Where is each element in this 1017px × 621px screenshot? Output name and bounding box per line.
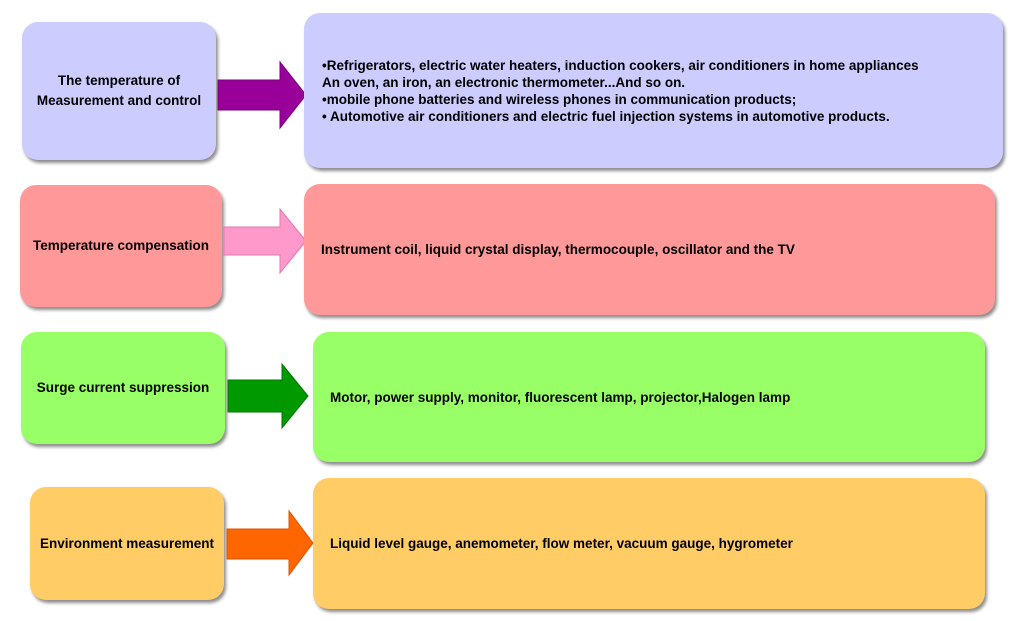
applications-list: Liquid level gauge, anemometer, flow met… bbox=[330, 535, 793, 552]
application-line: Liquid level gauge, anemometer, flow met… bbox=[330, 536, 793, 551]
applications-list: •Refrigerators, electric water heaters, … bbox=[322, 57, 919, 125]
category-label-line: The temperature of bbox=[57, 73, 181, 88]
category-box-temperature-compensation: Temperature compensation bbox=[20, 185, 222, 307]
category-label: Temperature compensation bbox=[33, 236, 209, 256]
applications-box-temperature-compensation: Instrument coil, liquid crystal display,… bbox=[304, 184, 995, 315]
arrow-shape bbox=[226, 509, 314, 577]
arrow-shape bbox=[217, 60, 307, 130]
category-label: Surge current suppression bbox=[37, 378, 210, 398]
applications-box-temperature-measurement: •Refrigerators, electric water heaters, … bbox=[304, 13, 1003, 168]
applications-list: Instrument coil, liquid crystal display,… bbox=[321, 241, 795, 258]
arrow-right-icon bbox=[217, 60, 307, 130]
applications-list: Motor, power supply, monitor, fluorescen… bbox=[330, 389, 790, 406]
arrow-right-icon bbox=[227, 362, 309, 430]
category-label-line: Surge current suppression bbox=[36, 380, 210, 395]
category-label-line: Measurement and control bbox=[36, 93, 202, 108]
application-line: An oven, an iron, an electronic thermome… bbox=[322, 74, 686, 90]
arrow-shape bbox=[223, 207, 307, 275]
application-line: Instrument coil, liquid crystal display,… bbox=[321, 242, 795, 257]
category-box-environment-measurement: Environment measurement bbox=[30, 487, 224, 600]
application-line: Motor, power supply, monitor, fluorescen… bbox=[330, 389, 791, 405]
arrow-right-icon bbox=[226, 509, 314, 577]
application-line: •Refrigerators, electric water heaters, … bbox=[322, 57, 919, 73]
category-box-temperature-measurement: The temperature of Measurement and contr… bbox=[22, 22, 216, 160]
application-line: • Automotive air conditioners and electr… bbox=[322, 108, 890, 124]
category-label: The temperature of Measurement and contr… bbox=[37, 71, 201, 111]
category-label: Environment measurement bbox=[40, 534, 214, 554]
category-box-surge-current-suppression: Surge current suppression bbox=[21, 332, 225, 444]
category-label-line: Temperature compensation bbox=[32, 238, 210, 253]
arrow-right-icon bbox=[223, 207, 307, 275]
applications-box-environment-measurement: Liquid level gauge, anemometer, flow met… bbox=[313, 478, 985, 609]
category-label-line: Environment measurement bbox=[39, 535, 215, 551]
application-line: •mobile phone batteries and wireless pho… bbox=[322, 91, 797, 107]
applications-box-surge-current-suppression: Motor, power supply, monitor, fluorescen… bbox=[313, 332, 985, 462]
arrow-shape bbox=[227, 362, 309, 430]
